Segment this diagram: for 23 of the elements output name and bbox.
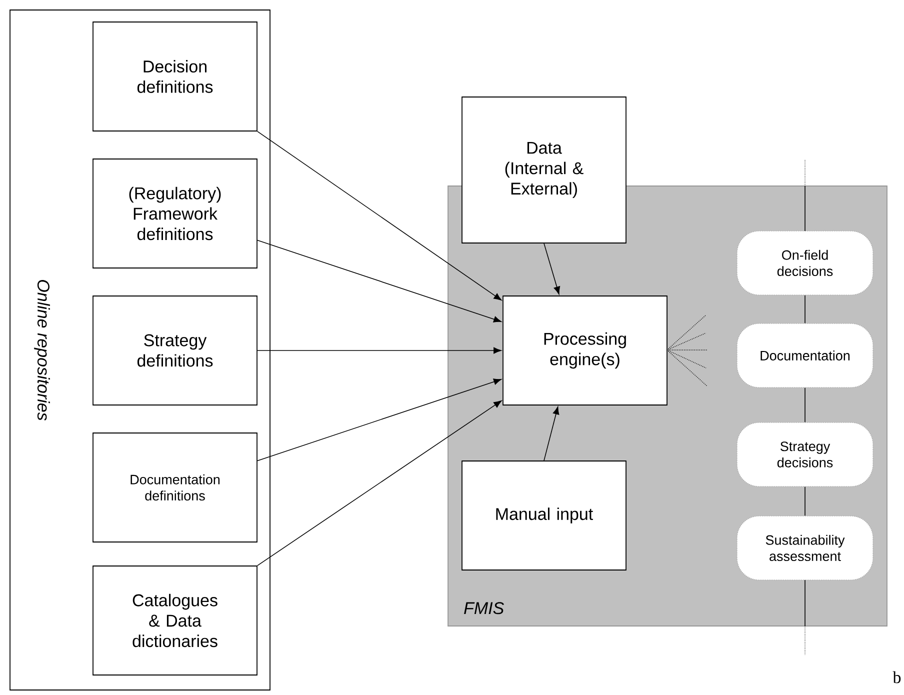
connector-line [804,295,806,324]
panel-letter: b [892,671,901,684]
rounded-box: Sustainability assessment [736,516,874,580]
process-box: Data (Internal & External) [462,96,626,244]
process-box: Decision definitions [92,22,258,132]
connector-line [804,388,806,422]
rounded-box: Strategy decisions [736,422,874,487]
arrow [257,378,502,462]
arrow [544,243,560,294]
arrow [257,131,502,300]
process-box: Documentation definitions [92,432,258,542]
rounded-box: Documentation [736,323,874,388]
process-box: Processing engine(s) [502,296,668,406]
process-box: (Regulatory) Framework definitions [92,158,258,268]
rounded-box: On-field decisions [736,230,874,296]
connector-line [804,486,806,516]
arrow [544,406,560,461]
process-box: Catalogues & Data dictionaries [92,566,258,676]
arrow [257,347,502,354]
process-box: Strategy definitions [92,296,258,406]
arrow [257,400,502,566]
arrow [257,240,502,322]
process-box: Manual input [462,460,626,570]
